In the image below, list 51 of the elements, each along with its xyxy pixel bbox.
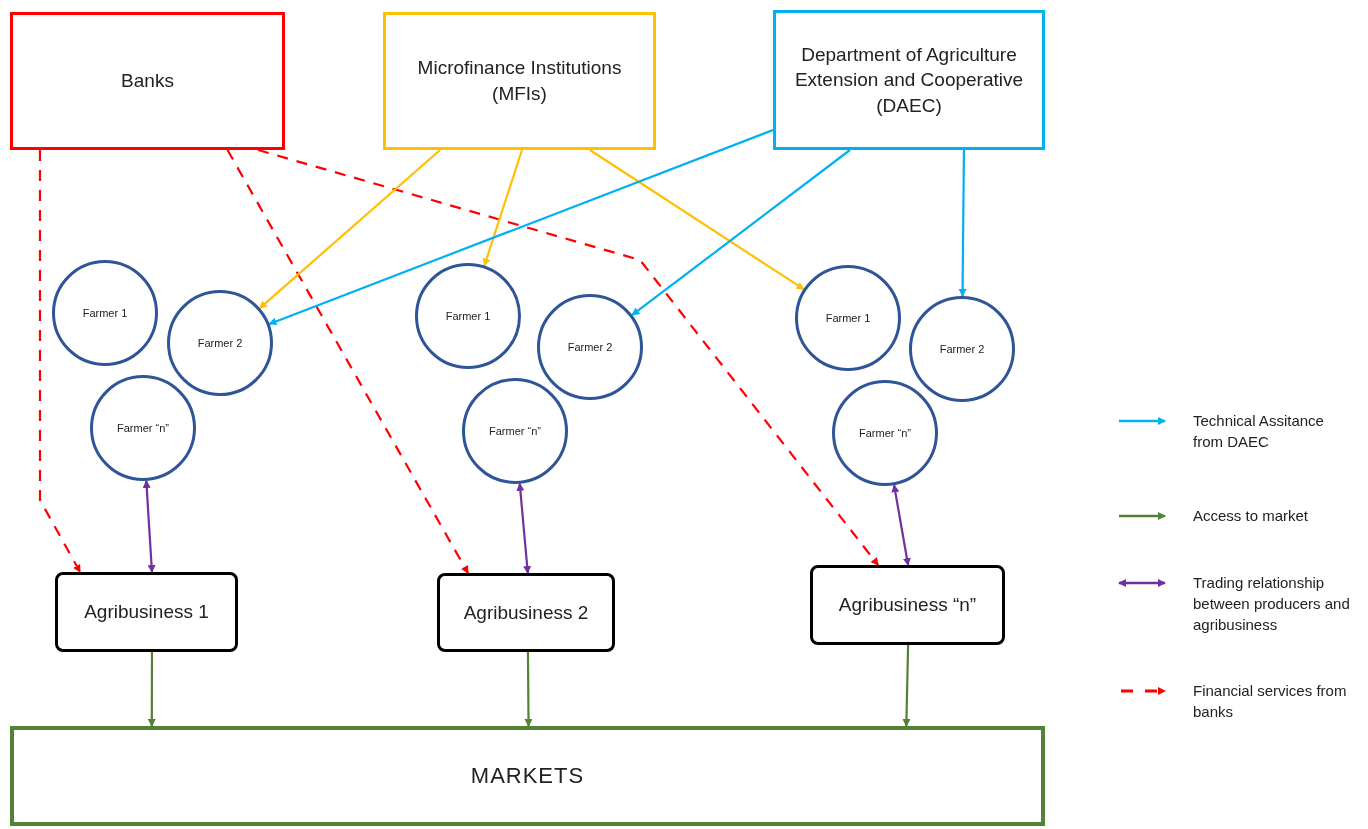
farmer-circle — [795, 265, 901, 371]
farmer-circle — [52, 260, 158, 366]
node-label: Farmer 2 — [939, 341, 985, 357]
institution-box — [383, 12, 656, 150]
agribusiness-box — [437, 573, 615, 652]
node-label: Department of Agriculture Extension and Cooperative (DAEC) — [793, 42, 1025, 118]
arrow — [631, 149, 851, 316]
agribusiness-box — [810, 565, 1005, 645]
institution-box — [773, 10, 1045, 150]
markets-box — [10, 726, 1045, 826]
arrow — [268, 128, 774, 326]
farmer-circle — [415, 263, 521, 369]
arrow — [589, 149, 805, 290]
agribusiness-box — [55, 572, 238, 652]
node-label: Agribusiness 1 — [84, 600, 209, 625]
arrow — [147, 652, 156, 727]
farmer-circle — [462, 378, 568, 484]
farmer-circle — [832, 380, 938, 486]
node-label: Farmer 1 — [82, 305, 128, 321]
node-label: Banks — [121, 69, 174, 94]
node-label: Microfinance Institutions (MFIs) — [416, 56, 623, 106]
farmer-circle — [537, 294, 643, 400]
arrow — [524, 652, 533, 727]
institution-box — [10, 12, 285, 150]
legend-label: Trading relationship between producers and agribusiness — [1193, 573, 1351, 635]
arrow — [142, 479, 156, 573]
arrow — [891, 484, 911, 566]
node-label: Farmer 2 — [567, 339, 613, 355]
node-label: Farmer 1 — [825, 310, 871, 326]
arrow — [38, 150, 82, 573]
arrow — [958, 150, 967, 297]
arrow — [259, 149, 441, 309]
node-label: MARKETS — [470, 762, 585, 791]
legend-label: Technical Assitance from DAEC — [1193, 411, 1325, 452]
node-label: Farmer 2 — [197, 335, 243, 351]
node-label: Farmer 1 — [445, 308, 491, 324]
arrow — [902, 644, 911, 727]
legend-label: Financial services from banks — [1193, 681, 1348, 722]
arrow — [257, 148, 879, 566]
node-label: Agribusiness 2 — [463, 600, 589, 625]
node-label: Farmer “n” — [859, 425, 911, 441]
arrow — [516, 482, 532, 574]
node-label: Farmer “n” — [489, 423, 541, 439]
farmer-circle — [167, 290, 273, 396]
farmer-circle — [909, 296, 1015, 402]
legend-label: Access to market — [1193, 506, 1310, 526]
node-label: Agribusiness “n” — [838, 593, 977, 618]
farmer-circle — [90, 375, 196, 481]
node-label: Farmer “n” — [117, 420, 169, 436]
arrow — [226, 149, 469, 574]
arrow — [482, 149, 523, 267]
